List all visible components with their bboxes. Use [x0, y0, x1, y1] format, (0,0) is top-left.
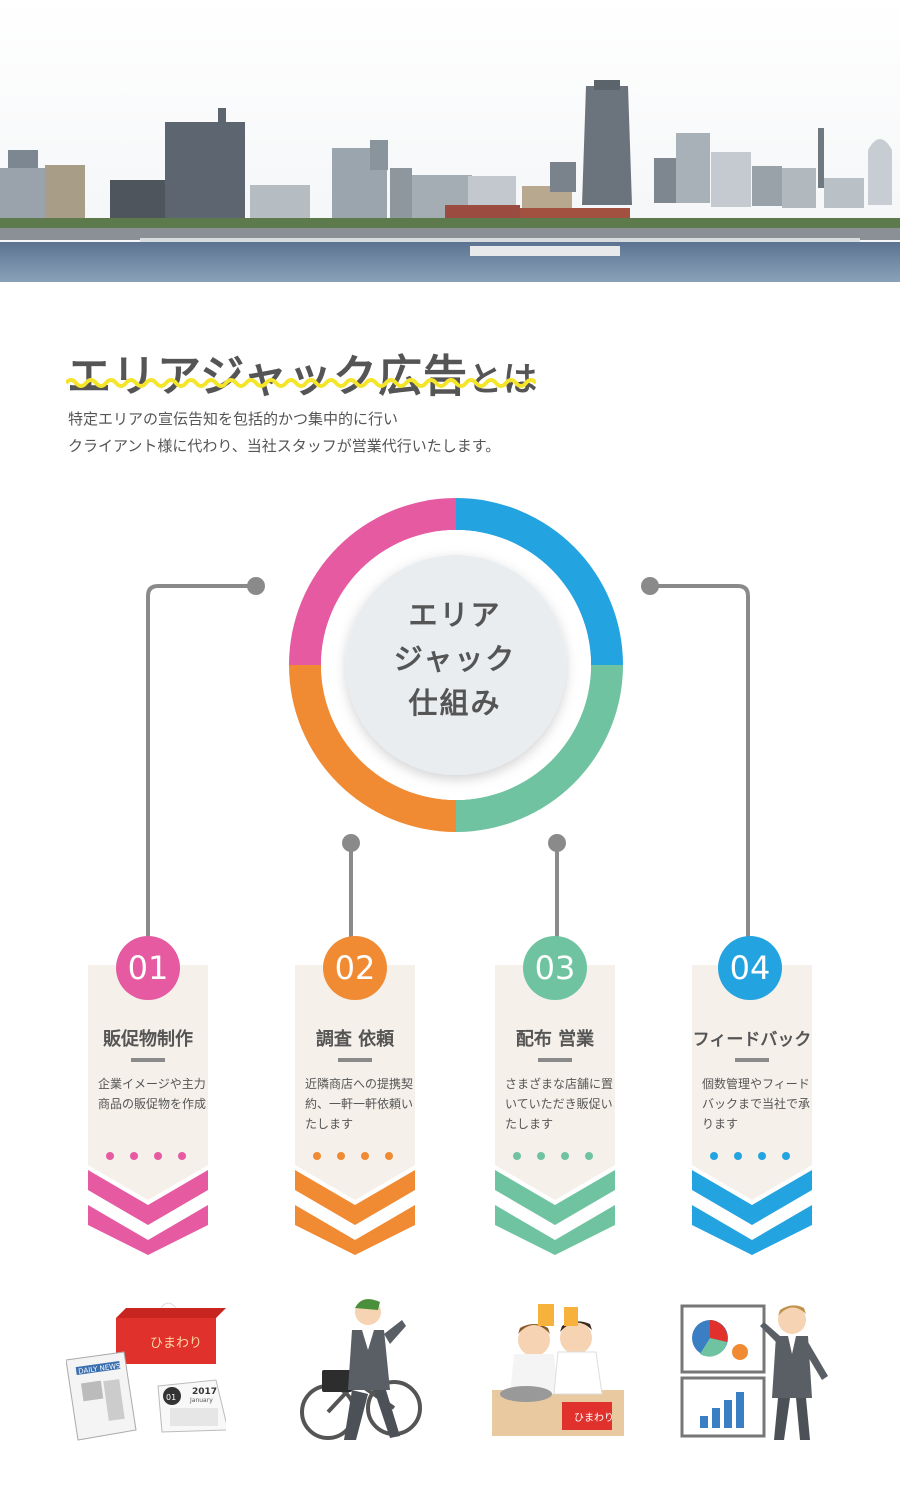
- connector-dot-3: [548, 834, 566, 852]
- step-divider-1: [131, 1058, 165, 1062]
- step-card-2-shape: [295, 965, 415, 1255]
- step-card-3: [495, 965, 615, 1255]
- ring-segment-blue: [456, 498, 623, 665]
- page-title-suffix: とは: [468, 360, 539, 400]
- ring-center-label: エリア ジャック 仕組み: [350, 593, 560, 725]
- connector-dot-1: [247, 577, 265, 595]
- woman-head: [518, 1324, 550, 1356]
- intro-description: 特定エリアの宣伝告知を包括的かつ集中的に行い クライアント様に代わり、当社スタッ…: [68, 406, 500, 460]
- businessman-bicycle-illustration: [300, 1299, 422, 1440]
- tissue-box-label: ひまわり: [150, 1336, 202, 1351]
- step-divider-4: [735, 1058, 769, 1062]
- pie-chart-board: [680, 1304, 766, 1374]
- step-divider-3: [538, 1058, 572, 1062]
- ring-label-line-2: ジャック: [393, 642, 517, 676]
- calendar-icon: 01 2017 January: [157, 1379, 226, 1433]
- ring-label-line-1: エリア: [408, 598, 502, 632]
- shop-toast-illustration: ひまわり: [492, 1296, 624, 1436]
- step-number-3: 03: [523, 936, 587, 1000]
- step-desc-1: 企業イメージや主力商品の販促物を作成: [98, 1077, 207, 1111]
- step-number-4: 04: [718, 936, 782, 1000]
- step-number-1: 01: [116, 936, 180, 1000]
- page-title: エリアジャック広告とは: [67, 340, 538, 404]
- beer-glass-icon: [538, 1300, 554, 1326]
- ring-segment-orange: [289, 665, 456, 832]
- mechanism-diagram: [146, 498, 750, 940]
- step-card-4-shape: [692, 965, 812, 1255]
- calendar-year: 2017: [192, 1387, 217, 1397]
- intro-line-2: クライアント様に代わり、当社スタッフが営業代行いたします。: [68, 437, 501, 455]
- step-card-4: [692, 965, 812, 1255]
- step-dots-2: [313, 1152, 393, 1160]
- bar-chart-board: [680, 1376, 766, 1438]
- tray-label: ひまわり: [574, 1412, 614, 1424]
- connector-step-4: [650, 584, 750, 940]
- ring-segment-pink: [289, 498, 456, 665]
- step-desc-4: 個数管理やフィードバックまで当社で承ります: [702, 1077, 811, 1131]
- step-title-4: フィードバック: [692, 1030, 812, 1050]
- woman-head: [778, 1306, 806, 1334]
- newspaper-icon: DAILY NEWS: [66, 1351, 137, 1441]
- briefcase-icon: [322, 1370, 352, 1392]
- step-dots-1: [106, 1152, 186, 1160]
- connector-lines: [146, 584, 750, 940]
- title-underline-wave: [66, 378, 536, 388]
- city-skyline-photo: [0, 0, 900, 282]
- connector-dot-4: [641, 577, 659, 595]
- connector-step-1: [146, 584, 256, 940]
- step-dots-3: [513, 1152, 593, 1160]
- step-title-1: 販促物制作: [103, 1029, 193, 1050]
- step-title-3: 配布 営業: [515, 1029, 595, 1050]
- intro-line-1: 特定エリアの宣伝告知を包括的かつ集中的に行い: [68, 410, 399, 428]
- calendar-month: January: [189, 1397, 213, 1404]
- step-desc-3: さまざまな店舗に置いていただき販促いたします: [505, 1077, 614, 1131]
- step-desc-2: 近隣商店への提携契約、一軒一軒依頼いたします: [305, 1077, 414, 1131]
- man-head: [560, 1322, 592, 1354]
- step-number-2: 02: [323, 936, 387, 1000]
- step-card-1-shape: [88, 965, 208, 1255]
- step-dots-4: [710, 1152, 790, 1160]
- connector-dot-2: [342, 834, 360, 852]
- step-card-2: [295, 965, 415, 1255]
- ring-center-disc: [346, 555, 566, 775]
- step-divider-2: [338, 1058, 372, 1062]
- ring-segment-green: [456, 665, 623, 832]
- promo-tray: [562, 1402, 612, 1430]
- ring-label-line-3: 仕組み: [408, 686, 502, 720]
- feedback-report-illustration: [680, 1304, 828, 1440]
- step-card-3-shape: [495, 965, 615, 1255]
- step-title-2: 調査 依頼: [315, 1029, 395, 1050]
- calendar-day: 01: [166, 1393, 176, 1402]
- page-title-main: エリアジャック広告: [67, 351, 469, 402]
- promo-materials-illustration: ひまわり DAILY NEWS 01 2017 January: [66, 1302, 226, 1441]
- step-card-1: [88, 965, 208, 1255]
